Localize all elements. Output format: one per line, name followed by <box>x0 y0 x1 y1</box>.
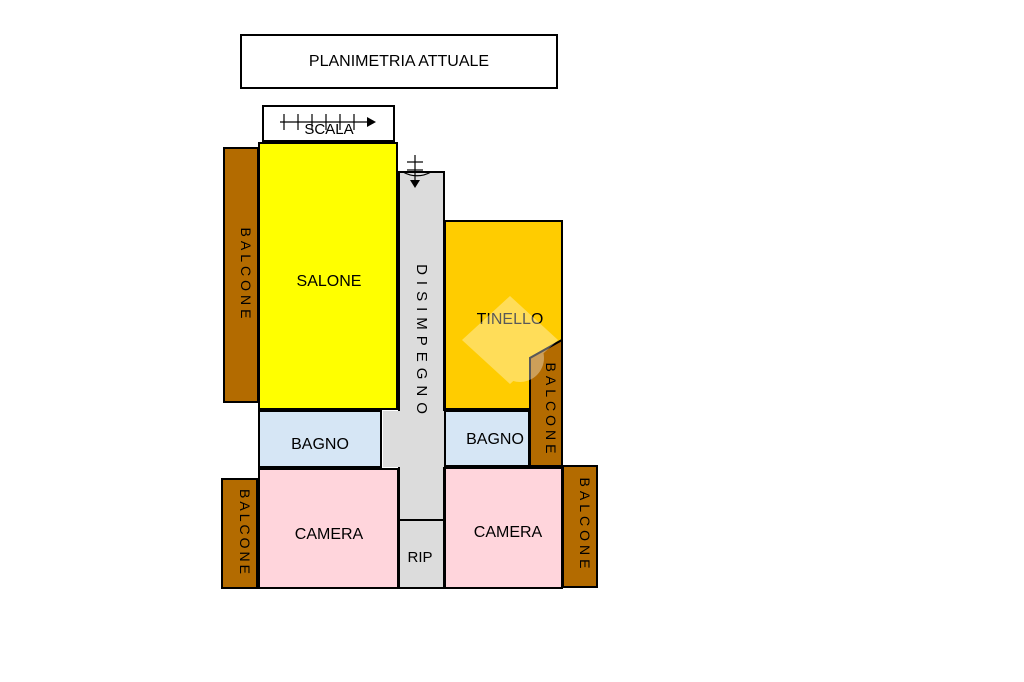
room-bagno-left-label: BAGNO <box>291 436 349 453</box>
room-balcone-right-bottom-label: BALCONE <box>577 478 593 573</box>
room-balcone-left-bottom: BALCONE <box>221 478 258 589</box>
room-rip: RIP <box>398 519 445 589</box>
room-balcone-left-top-label: BALCONE <box>238 228 254 323</box>
room-bagno-right: BAGNO <box>444 410 530 467</box>
room-salone-label: SALONE <box>297 273 362 290</box>
room-balcone-right-mid: BALCONE <box>529 338 563 467</box>
entrance-arrow-icon <box>402 155 432 188</box>
room-balcone-left-bottom-label: BALCONE <box>237 489 253 577</box>
room-salone: SALONE <box>258 142 398 410</box>
room-tinello-label: TINELLO <box>477 311 544 328</box>
watermark-logo-icon <box>462 296 558 384</box>
room-balcone-right-mid-label: BALCONE <box>543 363 559 458</box>
room-scala-label: SCALA <box>304 121 353 138</box>
room-balcone-right-bottom: BALCONE <box>562 465 598 588</box>
room-balcone-left-top: BALCONE <box>223 147 259 403</box>
room-scala: SCALA <box>262 105 395 142</box>
stair-arrow-icon <box>280 114 376 130</box>
room-disimpegno-label: DISIMPEGNO <box>413 264 430 420</box>
room-disimpegno: DISIMPEGNO <box>383 155 445 589</box>
room-rip-label: RIP <box>407 549 432 566</box>
room-camera-left: CAMERA <box>258 468 399 589</box>
room-camera-right: CAMERA <box>444 467 563 589</box>
room-bagno-left: BAGNO <box>258 410 382 468</box>
room-camera-left-label: CAMERA <box>295 526 364 543</box>
room-bagno-right-label: BAGNO <box>466 431 524 448</box>
room-camera-right-label: CAMERA <box>474 524 543 541</box>
plan-title: PLANIMETRIA ATTUALE <box>240 34 558 89</box>
